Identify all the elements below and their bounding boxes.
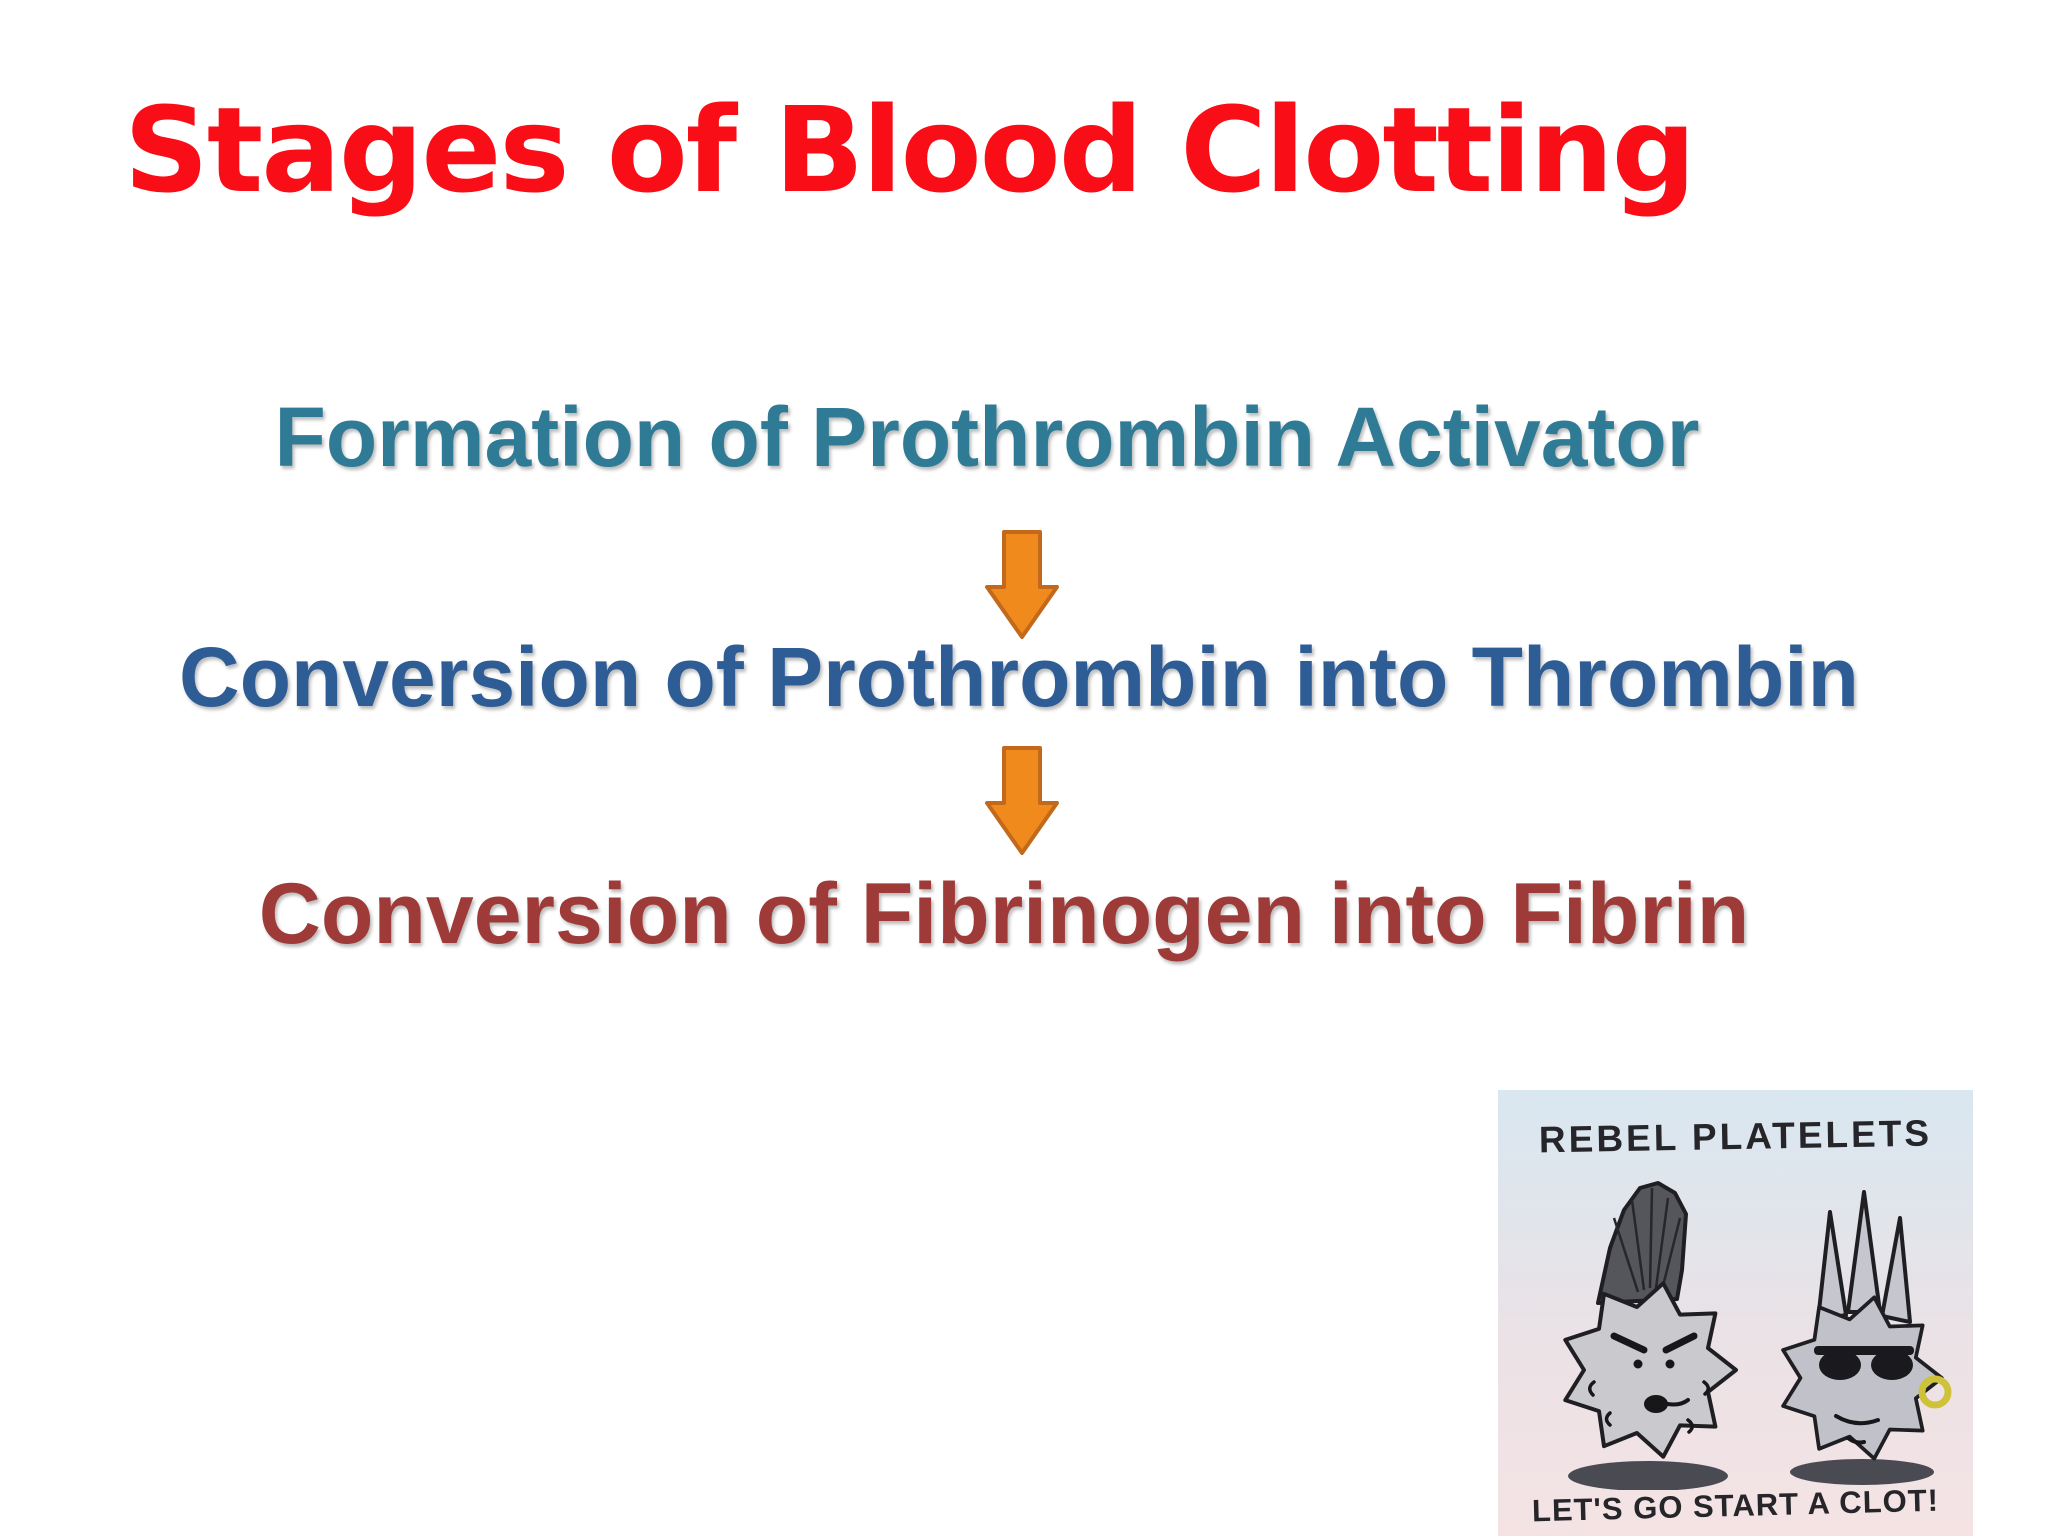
page-title: Stages of Blood Clotting (123, 81, 1696, 219)
cartoon-heading: REBEL PLATELETS (1538, 1112, 1933, 1161)
platelets-illustration (1563, 1181, 1952, 1490)
right-platelet-body (1781, 1295, 1944, 1461)
down-arrow-icon (984, 746, 1060, 856)
left-platelet-face (1588, 1332, 1710, 1434)
down-arrow-icon (984, 530, 1060, 640)
sunglasses-icon (1814, 1346, 1914, 1380)
stage-1-label: Formation of Prothrombin Activator (274, 390, 1700, 484)
stage-3-label: Conversion of Fibrinogen into Fibrin (258, 866, 1750, 962)
earring-icon (1918, 1375, 1952, 1409)
right-platelet-mouth (1834, 1414, 1880, 1445)
shadow-left (1568, 1461, 1728, 1490)
left-platelet-body (1563, 1281, 1738, 1459)
mohawk-icon (1596, 1181, 1688, 1305)
right-platelet-spikes (1816, 1190, 1912, 1324)
shadow-right (1790, 1459, 1934, 1485)
stage-2-label: Conversion of Prothrombin into Thrombin (179, 630, 1859, 724)
rebel-platelets-cartoon: REBEL PLATELETS (1498, 1090, 1973, 1536)
